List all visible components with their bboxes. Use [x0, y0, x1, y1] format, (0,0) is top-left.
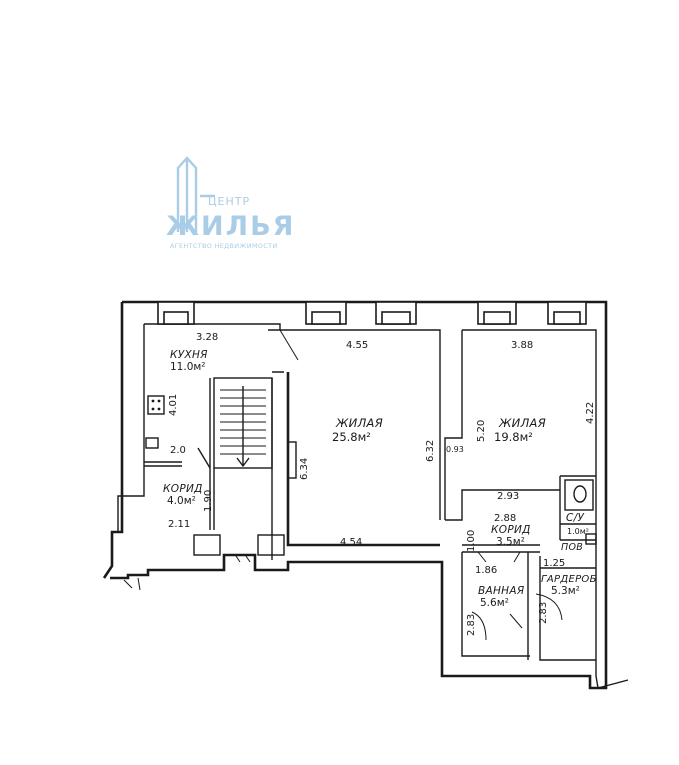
door-swing	[279, 329, 299, 361]
dim-living2-height-right: 4.22	[585, 402, 596, 424]
dim-living2-bottom: 2.93	[497, 491, 519, 502]
dim-living1-width: 4.55	[346, 340, 368, 351]
room-area-kitchen: 11.0м²	[170, 361, 206, 373]
door-swing	[471, 611, 487, 641]
dim-hall2-height: 1.00	[466, 530, 477, 552]
logo-line1: ЦЕНТР	[208, 195, 250, 208]
room-name-wc: С/У	[566, 512, 584, 524]
dim-bath-height: 2.83	[466, 614, 477, 636]
room-labels: КУХНЯ 11.0м² КОРИД 4.0м² ЖИЛАЯ 25.8м² ЖИ…	[163, 349, 597, 609]
door-swing	[509, 613, 523, 629]
dim-stair-width: 6.34	[299, 458, 310, 480]
dim-living2-step: 0.93	[446, 445, 464, 454]
room-name-hall2: КОРИД	[491, 524, 531, 536]
dim-wardrobe-height: 2.83	[538, 602, 549, 624]
dim-kitchen-height: 4.01	[168, 394, 179, 416]
room-name-kitchen: КУХНЯ	[170, 349, 208, 361]
fixtures	[123, 329, 587, 641]
logo-line2: ЖИЛЬЯ	[166, 211, 295, 242]
room-area-wardrobe: 5.3м²	[551, 585, 580, 597]
door-swing	[535, 593, 563, 621]
column-icon	[287, 441, 297, 479]
room-area-hall2: 3.5м²	[496, 536, 525, 548]
dim-living2-height-left: 5.20	[476, 420, 487, 442]
dim-bath-width: 1.86	[475, 565, 497, 576]
dim-hall1-a: 2.0	[170, 445, 186, 456]
room-area-living1: 25.8м²	[332, 430, 371, 444]
room-area-bath: 5.6м²	[480, 597, 509, 609]
stove-icon	[147, 395, 165, 415]
room-name-living2: ЖИЛАЯ	[498, 416, 546, 430]
dim-wardrobe-width: 1.25	[543, 558, 565, 569]
dim-hall2-width: 2.88	[494, 513, 516, 524]
windows	[157, 301, 587, 325]
room-area-wc: 1.0м²	[567, 527, 589, 536]
room-name-bath: ВАННАЯ	[478, 585, 525, 597]
outer-wall	[110, 300, 608, 690]
room-area-living2: 19.8м²	[494, 430, 533, 444]
stair-icon	[220, 386, 266, 468]
room-name-pantry: ПОВ	[561, 542, 583, 553]
dim-hall1-b: 1.90	[203, 490, 214, 512]
agency-logo: ЦЕНТР ЖИЛЬЯ АГЕНТСТВО НЕДВИЖИМОСТИ	[166, 156, 295, 250]
dim-hall1-c: 2.11	[168, 519, 190, 530]
room-area-hall1: 4.0м²	[167, 495, 196, 507]
dim-living1-height: 6.32	[425, 440, 436, 462]
dimension-labels: 3.28 4.01 2.0 1.90 2.11 4.55 6.32 4.54 6…	[168, 332, 596, 636]
dim-living2-width: 3.88	[511, 340, 533, 351]
room-name-living1: ЖИЛАЯ	[335, 416, 383, 430]
toilet-icon	[573, 485, 587, 503]
logo-line3: АГЕНТСТВО НЕДВИЖИМОСТИ	[170, 242, 277, 250]
logo-building-icon	[176, 156, 215, 232]
room-name-wardrobe: ГАРДЕРОБ	[541, 574, 597, 585]
sink-icon	[145, 437, 159, 449]
walls	[102, 300, 629, 690]
room-name-hall1: КОРИД	[163, 483, 203, 495]
dim-living1-bottom: 4.54	[340, 537, 362, 548]
dim-kitchen-width: 3.28	[196, 332, 218, 343]
